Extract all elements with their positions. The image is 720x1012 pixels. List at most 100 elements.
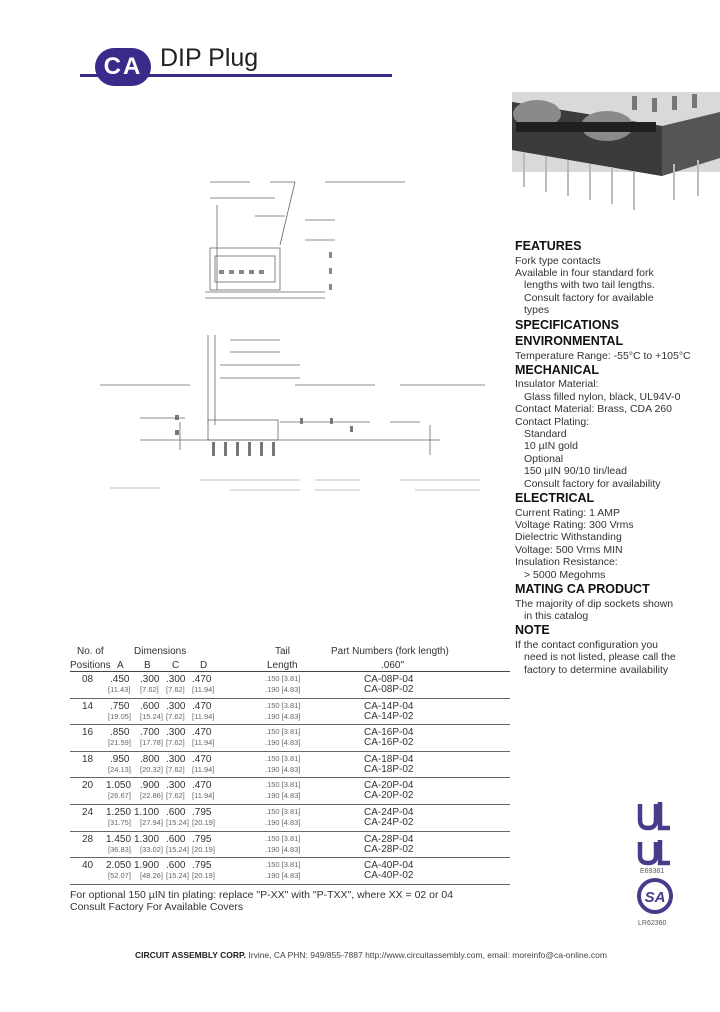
cell-c-mm: [7.62] — [166, 764, 185, 774]
cell-positions: 18 — [82, 753, 94, 765]
cell-c: .600 — [166, 860, 186, 872]
cell-b: 1.100 — [134, 806, 160, 818]
features-line: Available in four standard fork — [515, 266, 654, 279]
header-c: C — [172, 660, 180, 671]
cell-part-1: CA-08P-04 — [364, 674, 414, 685]
cell-b-mm: [33.02] — [140, 844, 163, 854]
table-row: 24 1.250 1.100 .600 .795 [31.75] [27.94]… — [70, 805, 510, 832]
cell-b: .700 — [140, 727, 160, 739]
mating-heading: MATING CA PRODUCT — [515, 582, 650, 597]
csa-icon: SA — [637, 878, 673, 914]
footer-details: Irvine, CA PHN: 949/855-7887 http://www.… — [248, 950, 607, 960]
cell-d: .470 — [192, 727, 212, 739]
cell-b: .300 — [140, 674, 160, 685]
cell-a: .850 — [110, 727, 130, 739]
cell-a-mm: [36.83] — [108, 844, 131, 854]
cell-d-mm: [11.94] — [192, 764, 215, 774]
cell-d-mm: [11.94] — [192, 791, 215, 801]
cell-tail-1: .150 [3.81] — [265, 860, 301, 870]
product-photo — [512, 92, 720, 210]
cell-d: .470 — [192, 780, 212, 792]
header-fork-length: .060" — [381, 660, 405, 671]
table-row: 20 1.050 .900 .300 .470 [26.67] [22.86] … — [70, 778, 510, 805]
cell-part-2: CA-20P-02 — [364, 790, 414, 802]
cell-tail-1: .150 [3.81] — [265, 753, 301, 763]
cell-c-mm: [15.24] — [166, 817, 189, 827]
cell-b-mm: [22.86] — [140, 791, 163, 801]
csa-file-number: LR62360 — [638, 920, 667, 927]
cell-d: .795 — [192, 860, 212, 872]
cell-d-mm: [11.94] — [192, 685, 215, 694]
electrical-line: > 5000 Megohms — [524, 568, 606, 581]
note-covers: Consult Factory For Available Covers — [70, 901, 244, 913]
cell-c-mm: [7.62] — [166, 685, 185, 694]
cell-a-mm: [19.05] — [108, 711, 131, 721]
cell-c-mm: [15.24] — [166, 871, 189, 881]
cell-d-mm: [11.94] — [192, 711, 215, 721]
table-row: 28 1.450 1.300 .600 .795 [36.83] [33.02]… — [70, 832, 510, 859]
cell-a-mm: [21.59] — [108, 738, 131, 748]
cell-b-mm: [48.26] — [140, 871, 163, 881]
cell-positions: 16 — [82, 727, 94, 739]
cell-part-1: CA-20P-04 — [364, 780, 414, 792]
cell-a-mm: [11.43] — [108, 685, 131, 694]
note-line: If the contact configuration you — [515, 638, 659, 651]
header-length: Length — [267, 660, 298, 671]
cell-d-mm: [20.19] — [192, 844, 215, 854]
top-view-drawing — [205, 181, 405, 299]
cell-a-mm: [24.13] — [108, 764, 131, 774]
cell-a: 1.250 — [106, 806, 132, 818]
table-header: No. of Positions Dimensions A B C D Tail… — [70, 643, 510, 672]
cell-d-mm: [20.19] — [192, 817, 215, 827]
cell-part-1: CA-18P-04 — [364, 753, 414, 765]
cell-d: .795 — [192, 833, 212, 845]
cell-c-mm: [7.62] — [166, 711, 185, 721]
cell-b: .800 — [140, 753, 160, 765]
electrical-heading: ELECTRICAL — [515, 491, 595, 506]
cell-positions: 28 — [82, 833, 94, 845]
cell-c: .300 — [166, 727, 186, 739]
cell-tail-2: .190 [4.83] — [265, 844, 301, 854]
mating-line: The majority of dip sockets shown — [515, 597, 674, 610]
cell-c-mm: [7.62] — [166, 738, 185, 748]
cell-b: .600 — [140, 700, 160, 712]
cell-b-mm: [20.32] — [140, 764, 163, 774]
plating-notes: For optional 150 µIN tin plating: replac… — [70, 889, 453, 913]
cell-positions: 40 — [82, 860, 94, 872]
electrical-line: Insulation Resistance: — [515, 556, 618, 569]
electrical-line: Voltage: 500 Vrms MIN — [515, 543, 623, 556]
cell-tail-1: .150 [3.81] — [265, 780, 301, 790]
cell-d-mm: [20.19] — [192, 871, 215, 881]
cell-tail-2: .190 [4.83] — [265, 685, 301, 694]
header-d: D — [200, 660, 208, 671]
cell-c: .300 — [166, 780, 186, 792]
cell-b-mm: [7.62] — [140, 685, 159, 694]
footer-company: CIRCUIT ASSEMBLY CORP. — [135, 950, 246, 960]
cell-a: 2.050 — [106, 860, 132, 872]
contact-material: Contact Material: Brass, CDA 260 — [515, 403, 672, 416]
footer: CIRCUIT ASSEMBLY CORP. Irvine, CA PHN: 9… — [135, 950, 607, 960]
contact-plating-label: Contact Plating: — [515, 415, 590, 428]
cell-c: .300 — [166, 753, 186, 765]
cell-part-1: CA-40P-04 — [364, 860, 414, 872]
note-line: factory to determine availability — [524, 663, 669, 676]
cell-a-mm: [26.67] — [108, 791, 131, 801]
cell-tail-1: .150 [3.81] — [265, 727, 301, 737]
plating-line: Optional — [524, 452, 564, 465]
plating-line: 150 µIN 90/10 tin/lead — [524, 465, 627, 478]
cell-part-2: CA-14P-02 — [364, 710, 414, 722]
cell-d: .470 — [192, 700, 212, 712]
cell-part-2: CA-16P-02 — [364, 737, 414, 749]
cell-c: .300 — [166, 700, 186, 712]
cell-b: 1.900 — [134, 860, 160, 872]
cell-tail-2: .190 [4.83] — [265, 871, 301, 881]
cell-tail-1: .150 [3.81] — [265, 700, 301, 710]
electrical-line: Voltage Rating: 300 Vrms — [515, 519, 634, 531]
cell-tail-1: .150 [3.81] — [265, 674, 301, 683]
specifications-heading: SPECIFICATIONS — [515, 317, 619, 332]
cell-d-mm: [11.94] — [192, 738, 215, 748]
plating-line: 10 µIN gold — [524, 440, 578, 453]
cell-c: .600 — [166, 833, 186, 845]
svg-text:SA: SA — [645, 889, 666, 906]
mechanical-heading: MECHANICAL — [515, 362, 600, 377]
